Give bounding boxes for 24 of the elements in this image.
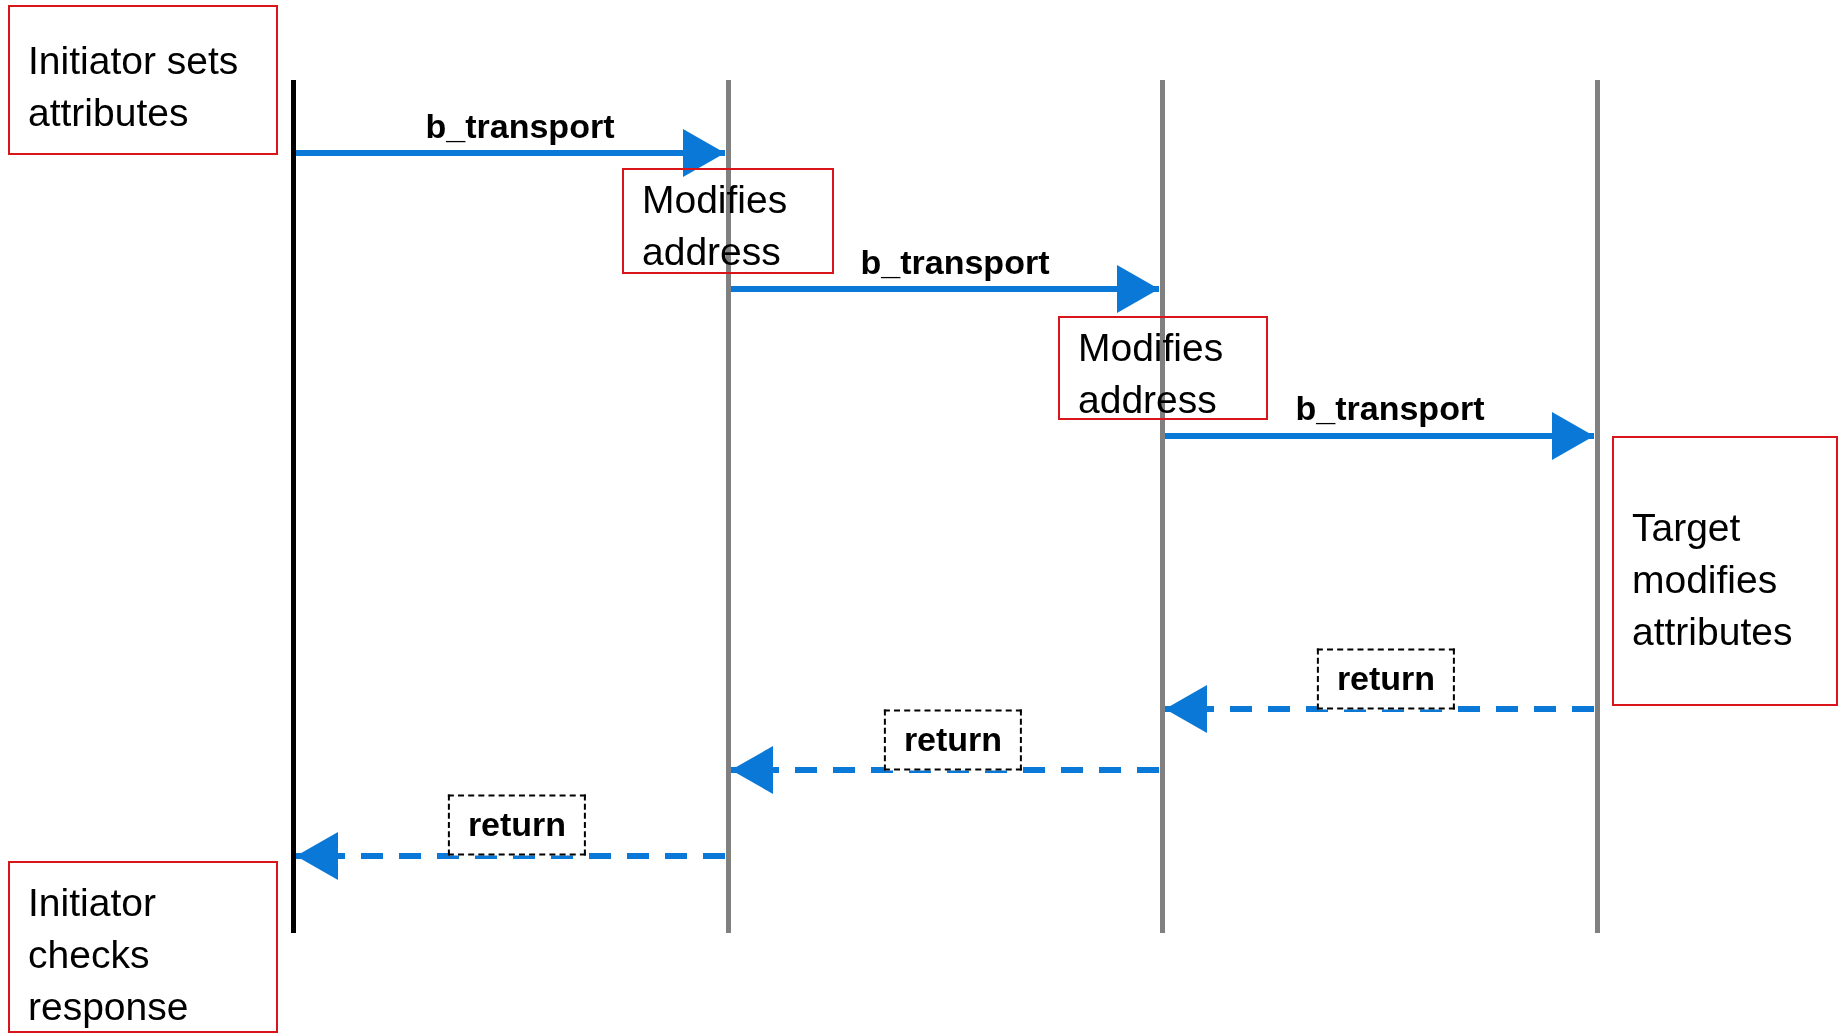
note-text: Modifies address [1078, 325, 1225, 423]
note-text: Target modifies attributes [1632, 505, 1794, 655]
note-box [8, 5, 278, 155]
note-box [8, 861, 278, 1033]
edge-label: b_transport [860, 242, 1050, 282]
edge-label: b_transport [1295, 388, 1485, 428]
note-text: Initiator checks response [28, 880, 190, 1030]
edge-label: return [883, 709, 1023, 771]
note-box [1058, 316, 1268, 420]
edge-label: return [447, 794, 587, 856]
lifeline [1594, 80, 1600, 933]
note-box [1612, 436, 1838, 706]
arrow [296, 129, 725, 177]
arrow [731, 265, 1159, 313]
dashed-arrow [1165, 685, 1594, 733]
dashed-arrow [296, 832, 725, 880]
dashed-arrow [731, 746, 1159, 794]
lifeline [290, 80, 296, 933]
note-text: Initiator sets attributes [28, 38, 240, 136]
note-text: Modifies address [642, 177, 789, 275]
edge-label: b_transport [425, 106, 615, 146]
edge-label: return [1316, 648, 1456, 710]
arrow [1165, 412, 1594, 460]
note-box [622, 168, 834, 274]
